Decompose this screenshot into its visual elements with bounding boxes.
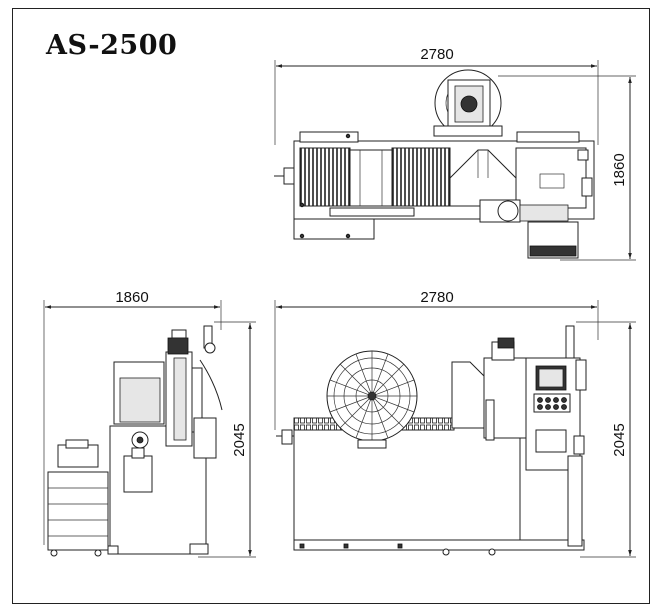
- front-base-table: [293, 425, 521, 545]
- side-width-label: 1860: [115, 289, 148, 306]
- side-height-dimension: 2045: [198, 321, 256, 558]
- front-view: 2780 2045: [274, 289, 636, 558]
- front-control-buttons: [533, 393, 571, 413]
- top-depth-label: 1860: [611, 153, 628, 186]
- front-fan-wheel: [326, 350, 418, 449]
- top-head: [515, 147, 587, 209]
- side-view: 1860 2045: [43, 289, 256, 558]
- front-width-label: 2780: [420, 289, 453, 306]
- side-dust-collector: [47, 439, 109, 557]
- front-width-dimension: 2780: [274, 289, 599, 430]
- side-width-dimension: 1860: [43, 289, 222, 545]
- side-height-label: 2045: [231, 423, 248, 456]
- top-width-dimension: 2780: [274, 46, 599, 145]
- top-depth-dimension: 1860: [498, 75, 636, 261]
- top-width-label: 2780: [420, 46, 453, 63]
- top-bellows-left: [299, 147, 351, 207]
- top-view: 2780 1860: [274, 46, 636, 261]
- front-hood: [451, 361, 487, 429]
- front-height-label: 2045: [611, 423, 628, 456]
- top-bellows-right: [391, 147, 451, 207]
- top-fan-housing: [433, 69, 503, 137]
- front-height-dimension: 2045: [576, 321, 636, 558]
- model-title: AS-2500: [46, 30, 178, 61]
